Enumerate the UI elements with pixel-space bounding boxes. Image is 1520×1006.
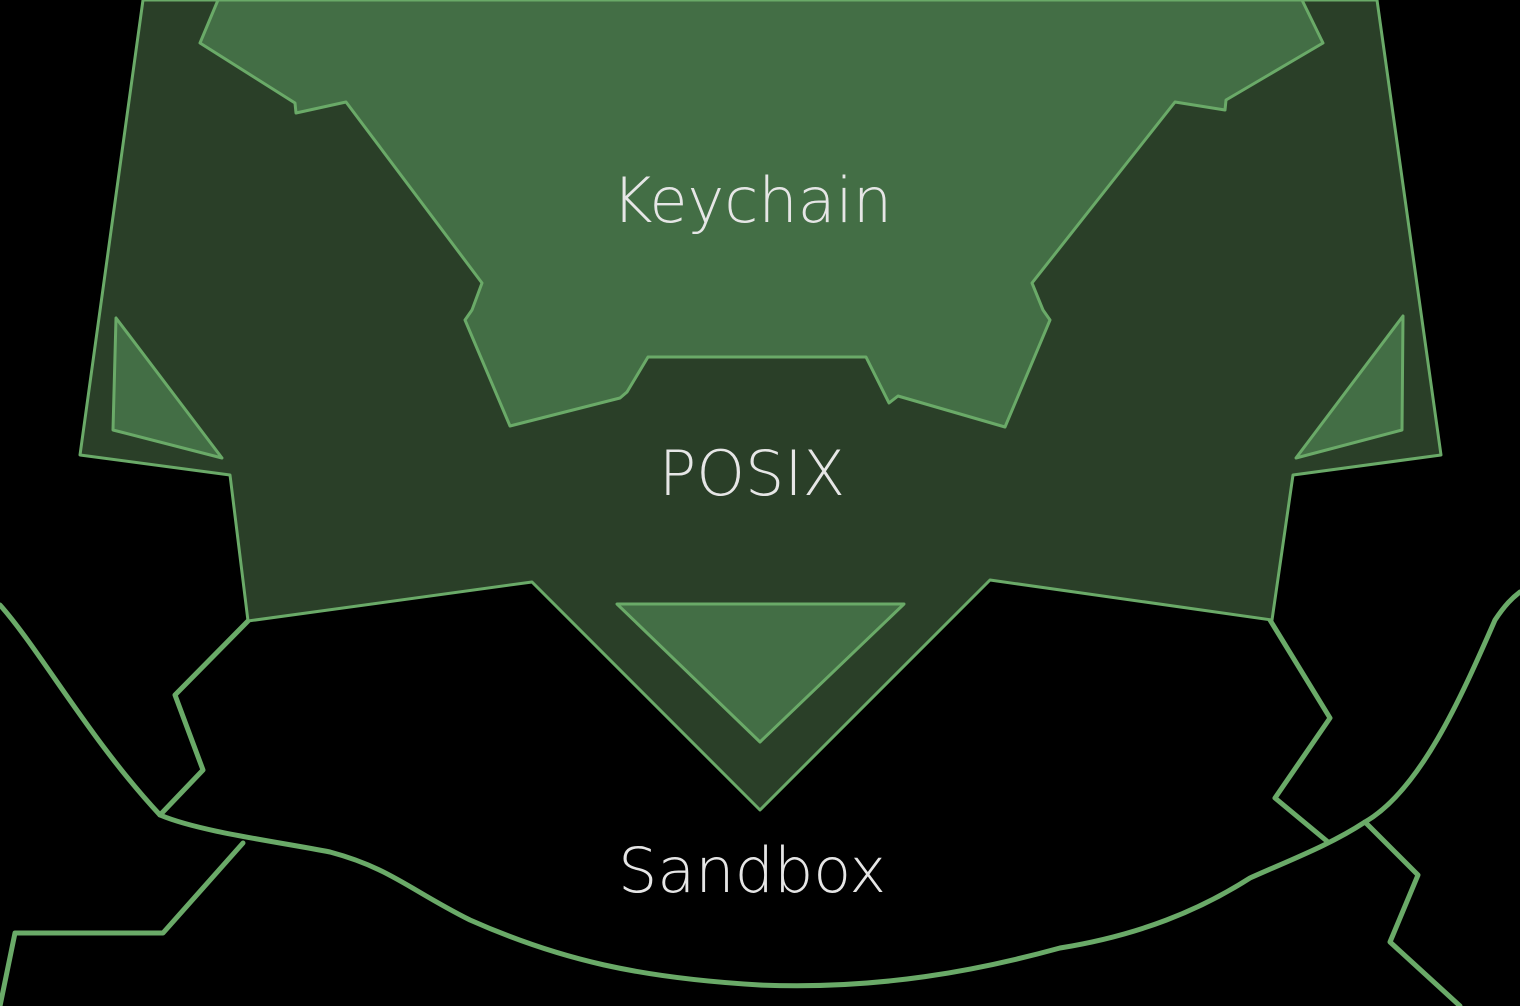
keychain-layer xyxy=(198,0,1325,429)
sandbox-label: Sandbox xyxy=(618,834,886,907)
posix-right-triangle xyxy=(1294,314,1405,460)
posix-label: POSIX xyxy=(659,437,845,510)
sandbox-layer xyxy=(0,589,1520,1006)
sandbox-boundary xyxy=(0,589,1520,989)
posix-bottom-triangle xyxy=(615,602,906,744)
sandbox-left-fragment-lower xyxy=(0,840,246,1006)
sandbox-right-fragment-lower xyxy=(1362,819,1463,1006)
sandbox-right-fragment-upper xyxy=(1267,617,1333,845)
keychain-shape xyxy=(198,0,1325,429)
posix-left-triangle xyxy=(111,316,224,460)
keychain-label: Keychain xyxy=(612,164,892,237)
sandbox-left-fragment-upper xyxy=(157,618,251,818)
